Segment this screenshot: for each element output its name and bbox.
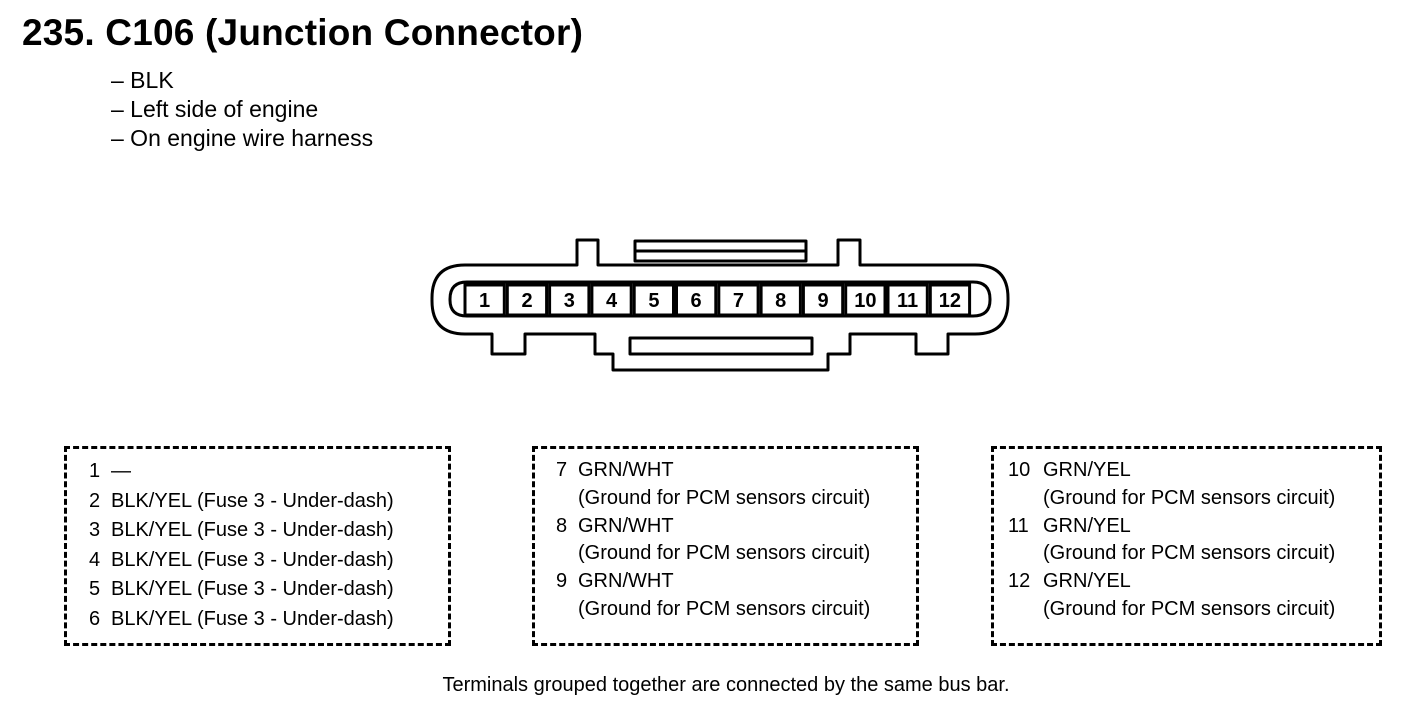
wire-color: GRN/WHT <box>578 459 674 481</box>
pin-number: 5 <box>648 290 659 312</box>
terminal-row-9: 9 GRN/WHT <box>556 568 916 596</box>
terminal-number: 6 <box>89 607 101 630</box>
wire-color: BLK/YEL (Fuse 3 - Under-dash) <box>111 607 394 630</box>
circuit-description: (Ground for PCM sensors circuit) <box>578 597 871 620</box>
terminal-number: 10 <box>1008 459 1031 481</box>
connector-inner-cavity <box>448 280 992 318</box>
wire-color: BLK/YEL (Fuse 3 - Under-dash) <box>111 489 394 512</box>
terminal-row-10: 10 GRN/YEL <box>1008 457 1379 485</box>
page-title: 235. C106 (Junction Connector) <box>22 12 584 53</box>
terminal-row-5: 5 BLK/YEL (Fuse 3 - Under-dash) <box>89 575 448 605</box>
pin-number: 2 <box>521 290 532 312</box>
detail-location: – Left side of engine <box>111 96 319 122</box>
connector-outer-shell <box>430 238 1010 372</box>
pin-cavity-7: 7 <box>717 283 760 317</box>
detail-color: – BLK <box>111 67 174 93</box>
terminal-number: 3 <box>89 519 101 542</box>
terminal-row-8: 8 GRN/WHT <box>556 513 916 541</box>
pin-cavity-12: 12 <box>928 283 972 317</box>
terminal-number: 2 <box>89 489 101 512</box>
pin-number: 3 <box>564 290 575 312</box>
terminal-row-7: 7 GRN/WHT <box>556 457 916 485</box>
pin-cavity-9: 9 <box>801 283 845 317</box>
pin-cavity-11: 11 <box>886 283 929 317</box>
wire-color: GRN/YEL <box>1043 570 1131 593</box>
terminal-number: 12 <box>1008 570 1031 593</box>
terminal-row-2: 2 BLK/YEL (Fuse 3 - Under-dash) <box>89 487 448 517</box>
wire-color: GRN/YEL <box>1043 459 1131 481</box>
pin-number: 1 <box>479 290 490 312</box>
circuit-description: (Ground for PCM sensors circuit) <box>1043 486 1336 509</box>
connector-details: – BLK – Left side of engine – On engine … <box>111 66 373 153</box>
terminal-row-6: 6 BLK/YEL (Fuse 3 - Under-dash) <box>89 605 448 635</box>
wire-color: GRN/YEL <box>1043 514 1131 537</box>
circuit-description: (Ground for PCM sensors circuit) <box>578 486 871 509</box>
pin-number: 12 <box>939 290 961 312</box>
pin-cavity-4: 4 <box>590 283 633 317</box>
wire-color: BLK/YEL (Fuse 3 - Under-dash) <box>111 519 394 542</box>
circuit-description: (Ground for PCM sensors circuit) <box>1043 597 1336 620</box>
pin-number: 7 <box>733 290 744 312</box>
wire-color: BLK/YEL (Fuse 3 - Under-dash) <box>111 578 394 601</box>
terminal-number: 9 <box>556 570 568 593</box>
terminal-number: 1 <box>89 460 101 482</box>
pin-cavity-6: 6 <box>675 283 718 317</box>
wire-color: GRN/WHT <box>578 570 674 593</box>
wire-color: GRN/WHT <box>578 514 674 537</box>
pin-cavity-1: 1 <box>463 283 506 317</box>
circuit-description: (Ground for PCM sensors circuit) <box>1043 542 1336 565</box>
pin-cavity-5: 5 <box>632 283 676 317</box>
terminal-row-1: 1— <box>89 457 448 487</box>
wire-color: — <box>111 460 131 482</box>
terminal-number: 7 <box>556 459 568 481</box>
terminal-row-12: 12 GRN/YEL <box>1008 568 1379 596</box>
pin-number: 9 <box>817 290 828 312</box>
terminal-number: 5 <box>89 578 101 601</box>
terminal-row-4: 4 BLK/YEL (Fuse 3 - Under-dash) <box>89 546 448 576</box>
circuit-description: (Ground for PCM sensors circuit) <box>578 542 871 565</box>
pin-cavity-2: 2 <box>505 283 549 317</box>
wire-color: BLK/YEL (Fuse 3 - Under-dash) <box>111 548 394 571</box>
pin-cavity-10: 10 <box>844 283 887 317</box>
terminal-number: 4 <box>89 548 101 571</box>
pin-cavity-8: 8 <box>759 283 802 317</box>
terminal-row-3: 3 BLK/YEL (Fuse 3 - Under-dash) <box>89 516 448 546</box>
pin-number: 10 <box>854 290 876 312</box>
pin-cavity-3: 3 <box>548 283 591 317</box>
terminal-row-11: 11 GRN/YEL <box>1008 513 1379 541</box>
terminal-number: 8 <box>556 514 568 537</box>
pin-number: 6 <box>691 290 702 312</box>
terminal-number: 11 <box>1008 514 1029 537</box>
pin-number: 11 <box>897 290 918 312</box>
connector-bottom-key <box>628 336 814 356</box>
pin-number: 8 <box>775 290 786 312</box>
pin-number: 4 <box>606 290 618 312</box>
footnote: Terminals grouped together are connected… <box>442 674 1010 696</box>
detail-harness: – On engine wire harness <box>111 125 374 151</box>
